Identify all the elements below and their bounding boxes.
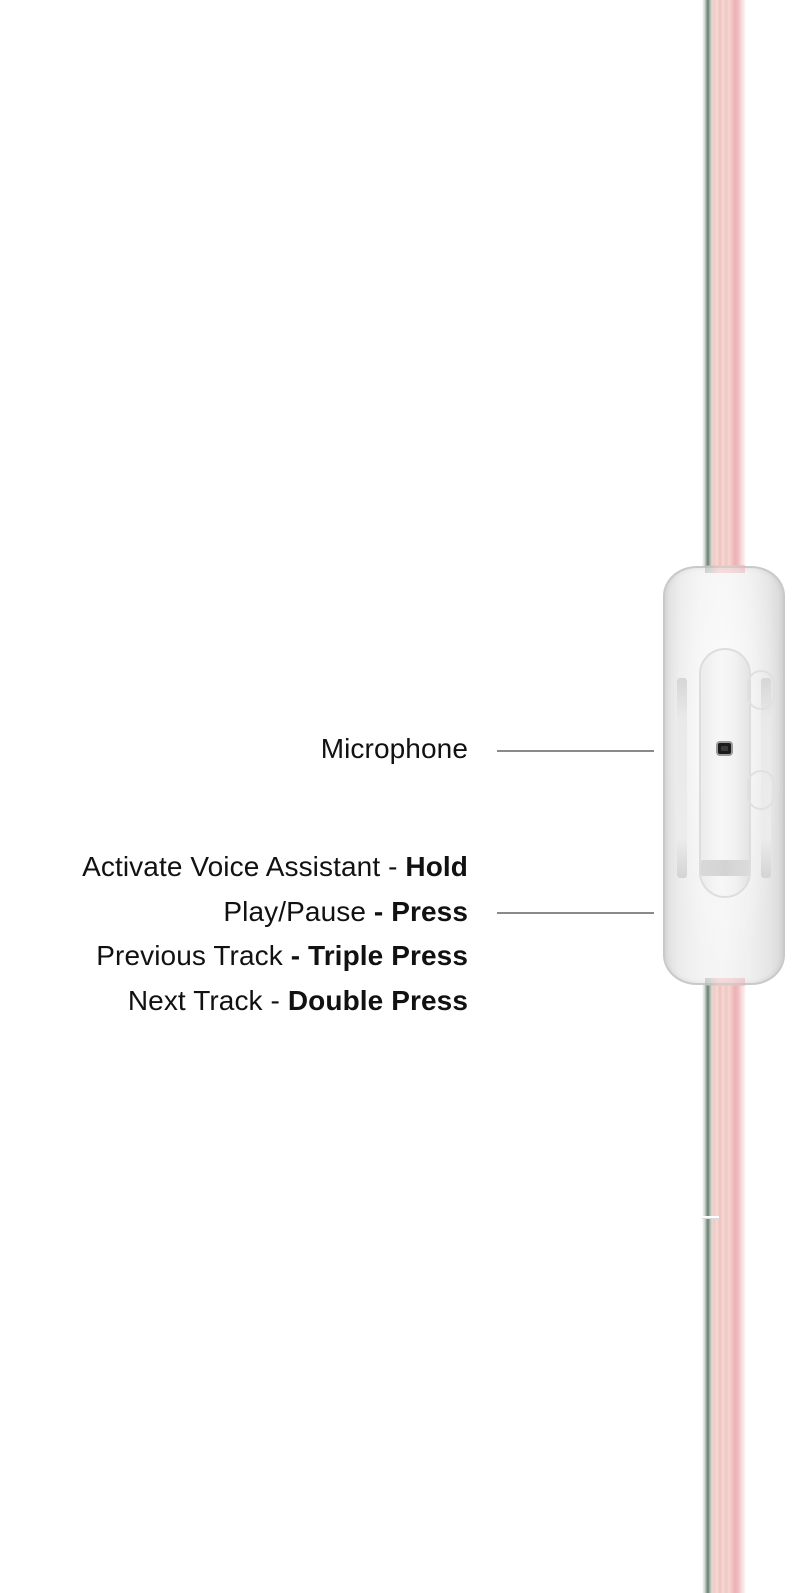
separator: - (262, 985, 288, 1016)
separator: - (380, 851, 406, 882)
action-text: Next Track (127, 985, 263, 1016)
action-text: Activate Voice Assistant (82, 851, 381, 882)
inline-remote (663, 565, 785, 986)
action-text: Play/Pause (223, 896, 367, 927)
callout-voice-assistant: Activate Voice Assistant - Hold (82, 850, 468, 884)
action-text: Previous Track (96, 940, 283, 971)
cable-join-mark (702, 1216, 719, 1218)
remote-grip-band (701, 860, 749, 876)
callout-microphone-label: Microphone (321, 732, 468, 766)
microphone-leader-line (497, 750, 654, 752)
button-leader-line (497, 912, 654, 914)
callout-previous-track: Previous Track - Triple Press (96, 939, 468, 973)
microphone-hole-icon (718, 743, 731, 754)
gesture-text: Double Press (287, 985, 468, 1016)
separator: - (366, 896, 392, 927)
remote-side-rail-left (677, 678, 687, 878)
separator: - (282, 940, 309, 971)
button-upper-ridge (747, 670, 775, 710)
gesture-text: Hold (405, 851, 468, 882)
control-button[interactable] (699, 648, 775, 898)
gesture-text: Press (391, 896, 468, 927)
microphone-label-text: Microphone (320, 733, 468, 764)
button-lower-ridge (747, 770, 775, 810)
callout-next-track: Next Track - Double Press (128, 984, 468, 1018)
callout-play-pause: Play/Pause - Press (223, 895, 468, 929)
gesture-text: Triple Press (308, 940, 468, 971)
